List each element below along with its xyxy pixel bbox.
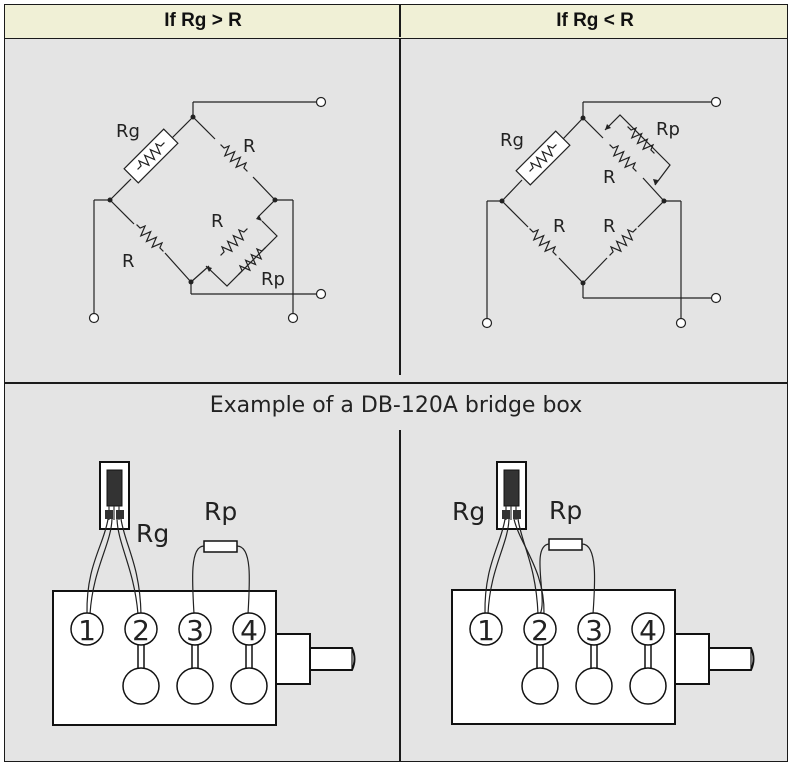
right-rg-resistor [515,130,571,186]
right-box-wiring [484,518,596,615]
left-box-rg-label: Rg [136,519,169,548]
left-terminal-1: 1 [78,614,96,647]
right-rp-resistor [623,122,659,158]
left-terminal-block [70,612,268,705]
right-terminal-3: 3 [585,614,603,647]
left-terminal-4: 4 [240,614,258,647]
right-box-rp-label: Rp [549,496,582,525]
left-terminal-3: 3 [186,614,204,647]
right-rp-resistor-component [548,538,583,551]
left-box-rp-label: Rp [204,497,237,526]
right-terminal-block [469,612,667,705]
right-box-rg-label: Rg [452,497,485,526]
left-box-wiring [86,518,250,615]
left-rp-resistor-component [203,540,238,553]
right-rg-label: Rg [500,130,524,151]
right-r-upper-label: R [603,167,616,188]
left-rg-label: Rg [116,121,140,142]
left-strain-gauge [99,461,130,530]
left-bridge-junctions [107,114,278,285]
right-terminal-2: 2 [531,614,549,647]
right-bridge-junctions [499,115,667,286]
right-rp-label: Rp [656,119,680,140]
left-rg-resistor [123,128,179,184]
right-bridge-box [451,589,755,725]
right-column-title: If Rg < R [556,10,634,31]
left-column-title: If Rg > R [164,10,242,31]
right-r-lower-right-label: R [603,216,616,237]
right-bridge-terminals [481,96,722,329]
left-rp-label: Rp [261,269,285,290]
section-divider [4,382,788,384]
right-terminal-4: 4 [639,614,657,647]
left-r-top-label: R [243,136,256,157]
left-bridge-terminals [88,96,327,324]
top-column-divider [399,38,401,375]
left-terminal-2: 2 [132,614,150,647]
bridge-box-caption: Example of a DB-120A bridge box [209,393,583,418]
left-r-inner-label: R [211,211,224,232]
left-bridge-box [52,590,356,726]
bottom-column-divider [399,430,401,762]
right-terminal-1: 1 [477,614,495,647]
header-divider [399,4,401,37]
right-r-lower-left-label: R [553,216,566,237]
left-r-left-resistor [132,220,168,256]
right-strain-gauge [496,461,527,530]
left-r-left-label: R [122,251,135,272]
header-row: If Rg > R If Rg < R [4,4,788,39]
